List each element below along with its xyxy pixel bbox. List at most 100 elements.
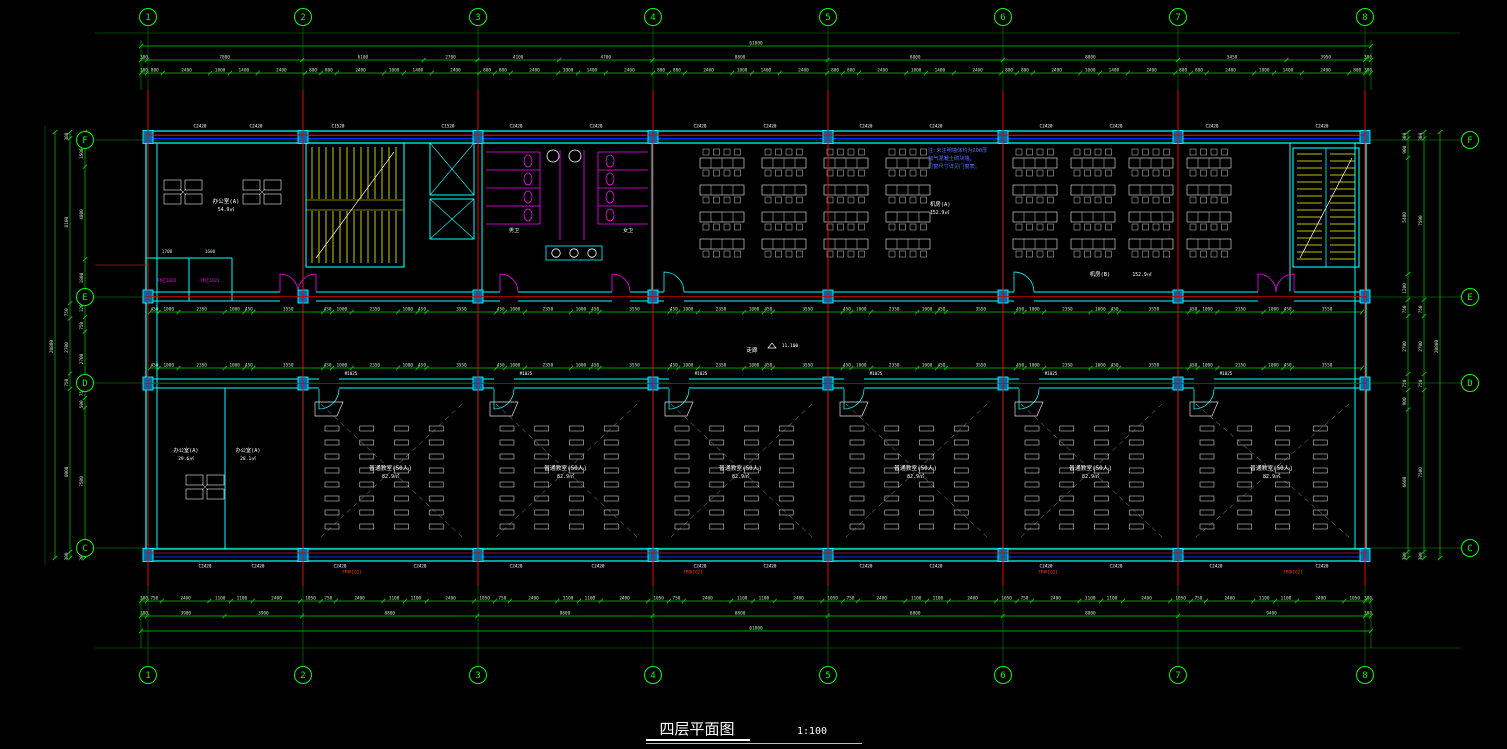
dim-value: 1100 — [759, 595, 770, 601]
grid-row-label: D — [1467, 379, 1472, 389]
dim-value: 7500 — [79, 476, 85, 487]
grid-col-label: 8 — [1362, 671, 1367, 681]
dim-value: 1000 — [337, 306, 348, 312]
window-tag: C2420 — [930, 124, 943, 130]
window-tag: C2420 — [764, 564, 777, 570]
fire-door-tag: FM甲1021 — [1283, 570, 1303, 576]
note-line: 注:未注明墙体均为200厚 — [928, 146, 987, 154]
dim-value: 61800 — [749, 40, 763, 46]
grid-col-label: 7 — [1175, 671, 1180, 681]
dim-value: 750 — [79, 321, 85, 329]
dim-value: 450 — [245, 362, 253, 368]
drawing-title: 四层平面图 — [659, 720, 734, 738]
door-tag: M1025 — [345, 371, 358, 376]
dim-value: 450 — [591, 362, 599, 368]
dim-value: 1000 — [1085, 67, 1096, 73]
dim-value: 300 — [64, 132, 70, 140]
dim-value: 1050 — [305, 595, 316, 601]
dim-value: 450 — [150, 306, 158, 312]
window-tag: C2420 — [1110, 564, 1123, 570]
grid-col-label: 1 — [145, 13, 150, 23]
dim-value: 3550 — [802, 362, 813, 368]
dim-value: 1000 — [1268, 306, 1279, 312]
room-label: 普通教室(50人) — [1250, 464, 1293, 472]
dim-value: 8800 — [1085, 610, 1096, 616]
dim-value: 1000 — [576, 362, 587, 368]
dim-value: 2400 — [354, 595, 365, 601]
fire-door-tag: FM甲1021 — [1038, 570, 1058, 576]
dim-value: 750 — [64, 308, 70, 316]
room-area: 82.9㎡ — [382, 473, 399, 480]
dim-value: 450 — [245, 306, 253, 312]
dim-value: 1000 — [1259, 67, 1270, 73]
note-line: 加气混凝土砌块墙。 — [928, 154, 975, 162]
dim-value: 3900 — [258, 610, 269, 616]
dim-value: 750 — [1402, 379, 1408, 387]
grid-row-label: F — [1467, 136, 1472, 146]
room-area: 29.6㎡ — [178, 455, 194, 462]
dim-value: 450 — [843, 306, 851, 312]
grid-col-label: 1 — [145, 671, 150, 681]
dim-value: 2700 — [1402, 341, 1408, 352]
dim-value: 1100 — [1281, 595, 1292, 601]
grid-col-label: 4 — [650, 13, 655, 23]
dim-value: 4100 — [513, 54, 524, 60]
grid-col-label: 6 — [1000, 13, 1005, 23]
room-label: 办公室(A) — [174, 446, 199, 454]
dim-value: 1000 — [510, 362, 521, 368]
dim-value: 2700 — [445, 54, 456, 60]
dim-value: 1400 — [761, 67, 772, 73]
window-tag: C2420 — [592, 564, 605, 570]
dim-value: 800 — [1353, 67, 1361, 73]
dim-value: 450 — [497, 362, 505, 368]
dim-value: 300 — [1364, 595, 1372, 601]
dim-value: 1000 — [402, 362, 413, 368]
dim-value: 3550 — [976, 362, 987, 368]
dim-value: 750 — [79, 388, 85, 396]
dim-value: 1000 — [402, 306, 413, 312]
room-area: 54.9㎡ — [218, 206, 235, 213]
dim-value: 750 — [1418, 305, 1424, 313]
dim-value: 750 — [64, 378, 70, 386]
dim-value: 1000 — [163, 362, 174, 368]
dim-value: 1000 — [1029, 306, 1040, 312]
window-tag: C2420 — [860, 564, 873, 570]
grid-axes — [44, 25, 1462, 667]
room-label: 男卫 — [509, 228, 519, 234]
door-tag: FM乙1021 — [200, 277, 220, 283]
dim-value: 2700 — [79, 353, 85, 364]
dim-value: 3550 — [1322, 362, 1333, 368]
grid-col-label: 3 — [475, 13, 480, 23]
dim-value: 8800 — [384, 610, 395, 616]
dim-value: 750 — [324, 595, 332, 601]
dim-value: 1100 — [737, 595, 748, 601]
dim-value: 750 — [846, 595, 854, 601]
dim-value: 1100 — [1085, 595, 1096, 601]
door-tag: M1025 — [1220, 371, 1233, 376]
dim-value: 1050 — [1001, 595, 1012, 601]
dim-value: 1100 — [1259, 595, 1270, 601]
dim-value: 1100 — [389, 595, 400, 601]
dim-value: 1000 — [1095, 362, 1106, 368]
dim-value: 2400 — [271, 595, 282, 601]
dim-value: 1400 — [1283, 67, 1294, 73]
dim-value: 450 — [497, 306, 505, 312]
dim-value: 300 — [64, 552, 70, 560]
dim-value: 2700 — [64, 342, 70, 353]
dim-value: 800 — [1195, 67, 1203, 73]
grid-col-label: 6 — [1000, 671, 1005, 681]
dim-value: 1000 — [229, 362, 240, 368]
grid-row-label: F — [82, 136, 87, 146]
dim-value: 1000 — [229, 306, 240, 312]
dim-value: 1000 — [856, 306, 867, 312]
dim-value: 1700 — [162, 249, 173, 255]
room-area: 82.9㎡ — [907, 473, 924, 480]
dim-value: 1100 — [933, 595, 944, 601]
dim-value: 2350 — [889, 306, 900, 312]
dim-value: 8800 — [735, 610, 746, 616]
dim-value: 300 — [1402, 132, 1408, 140]
dim-value: 2400 — [445, 595, 456, 601]
dim-value: 3950 — [1320, 54, 1331, 60]
dim-value: 4800 — [79, 209, 85, 220]
